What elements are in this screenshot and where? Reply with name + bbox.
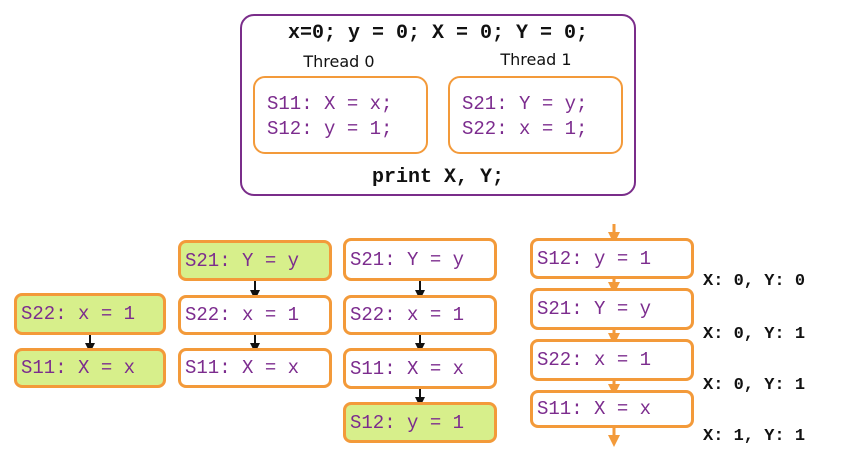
result-4: X: 1, Y: 1 [703,427,806,446]
thread-1-line-1: S21: Y = y; [462,93,588,115]
sequence-step-4: S11: X = x [530,390,694,428]
print-statement: print X, Y; [371,166,505,189]
interleaving-3-step-1: S21: Y = y [343,238,497,281]
sequence-step-2: S21: Y = y [530,288,694,330]
thread-0-title: Thread 0 [303,52,375,71]
result-2: X: 0, Y: 1 [703,325,806,344]
thread-0-line-1: S11: X = x; [267,93,393,115]
sequence-step-1: S12: y = 1 [530,238,694,279]
interleaving-3-step-2: S22: x = 1 [343,295,497,335]
interleaving-1-step-1: S22: x = 1 [14,293,166,335]
interleaving-3-step-3: S11: X = x [343,348,497,389]
interleaving-1-step-2: S11: X = x [14,348,166,388]
thread-1-line-2: S22: x = 1; [462,118,588,140]
thread-1-box: S21: Y = y; S22: x = 1; [448,76,623,154]
result-1: X: 0, Y: 0 [703,272,806,291]
interleaving-3-step-4: S12: y = 1 [343,402,497,443]
interleaving-2-step-3: S11: X = x [178,348,332,388]
result-3: X: 0, Y: 1 [703,376,806,395]
thread-1-title: Thread 1 [500,50,572,69]
interleaving-2-step-2: S22: x = 1 [178,295,332,335]
shared-variable-init: x=0; y = 0; X = 0; Y = 0; [287,22,589,45]
interleaving-2-step-1: S21: Y = y [178,240,332,281]
sequence-step-3: S22: x = 1 [530,339,694,381]
thread-0-box: S11: X = x; S12: y = 1; [253,76,428,154]
thread-0-line-2: S12: y = 1; [267,118,393,140]
